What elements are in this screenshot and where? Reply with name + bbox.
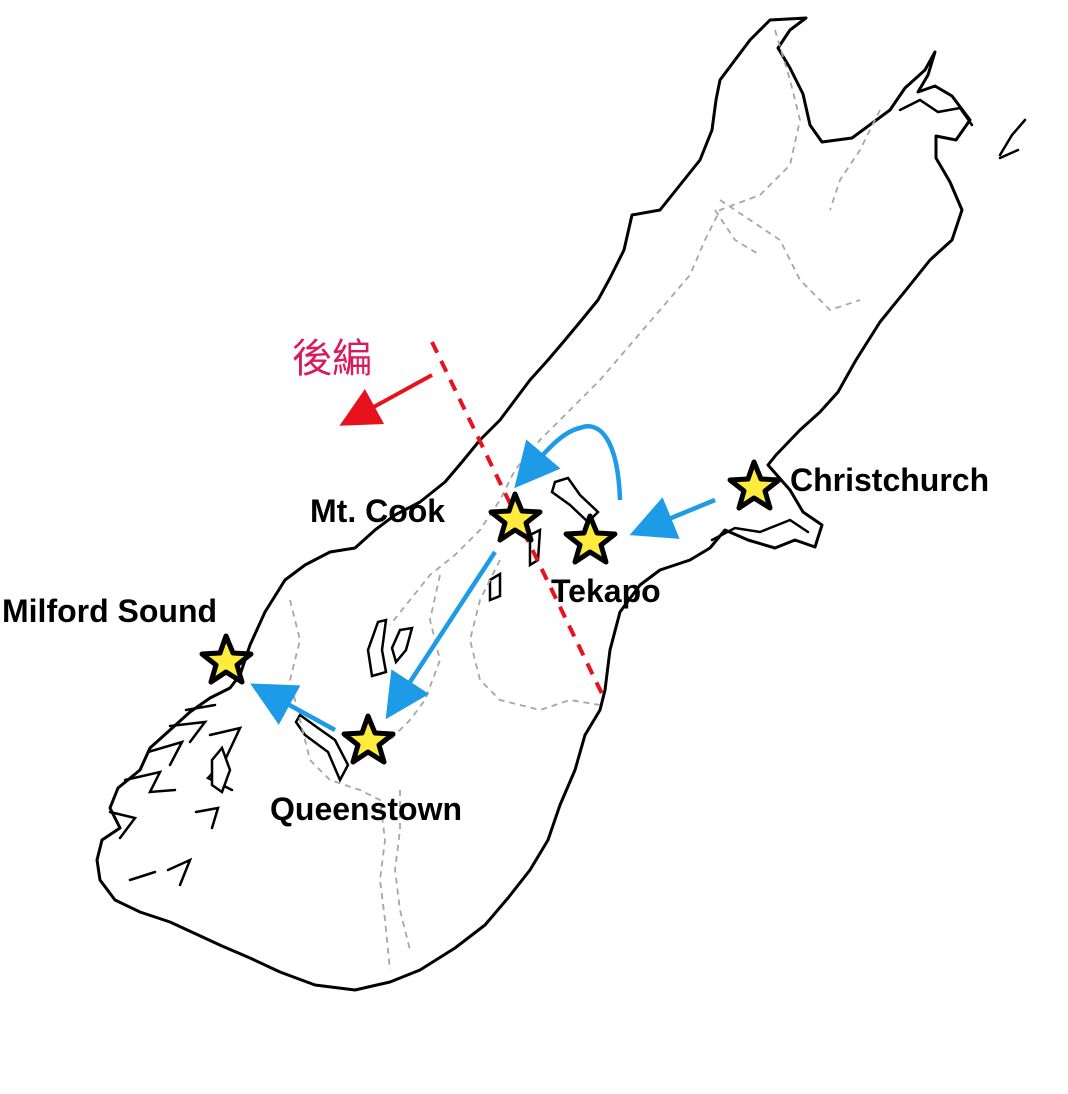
star-icon: [199, 633, 254, 685]
lake-te-anau: [210, 745, 232, 794]
lake-hawea: [390, 626, 414, 665]
place-label-milford-sound: Milford Sound: [2, 593, 217, 629]
route-tekapo-to-mt-cook: [514, 424, 623, 501]
route-christchurch-to-tekapo: [629, 497, 716, 539]
place-label-queenstown: Queenstown: [270, 791, 462, 827]
place-queenstown: Queenstown: [270, 713, 462, 827]
part-two-arrow: [339, 373, 433, 426]
north-coast-detail: [898, 98, 1027, 160]
place-christchurch: Christchurch: [727, 459, 989, 511]
banks-peninsula-detail: [710, 518, 810, 542]
lake-ohau: [488, 571, 502, 602]
place-label-mt-cook: Mt. Cook: [310, 493, 445, 529]
lake-wakatipu: [294, 713, 350, 783]
place-tekapo: Tekapo: [551, 513, 661, 609]
star-icon: [727, 459, 782, 511]
place-milford-sound: Milford Sound: [2, 593, 254, 685]
star-icon: [563, 513, 618, 565]
star-icon: [488, 491, 543, 543]
south-island-coastline: [95, 16, 972, 992]
part-two-label: 後編: [292, 336, 372, 382]
route-mt-cook-to-queenstown: [385, 550, 497, 720]
place-label-christchurch: Christchurch: [790, 462, 989, 498]
star-icon: [341, 713, 396, 765]
route-queenstown-to-milford-sound: [250, 683, 337, 732]
region-borders: [289, 29, 881, 971]
place-mt-cook: Mt. Cook: [310, 491, 543, 543]
place-label-tekapo: Tekapo: [551, 573, 661, 609]
